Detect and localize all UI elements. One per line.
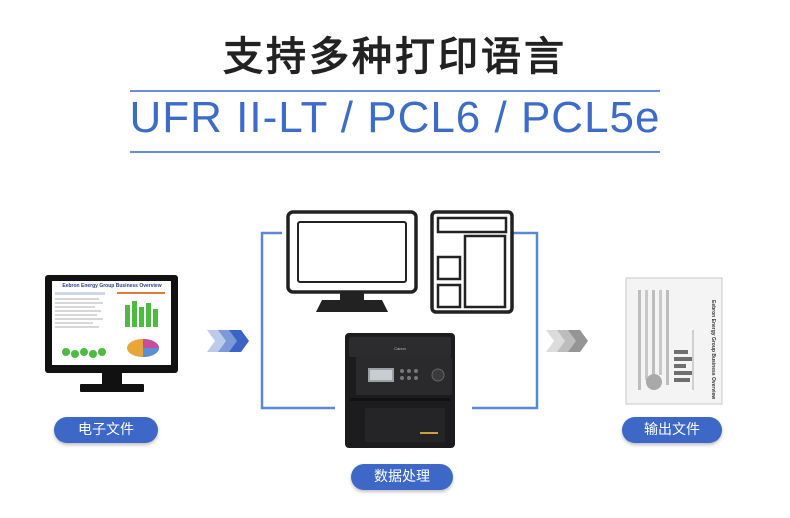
- svg-text:Canon: Canon: [394, 346, 406, 351]
- document-title: Eebron Energy Group Business Overview: [710, 300, 716, 399]
- computer-monitor-icon: [286, 210, 418, 294]
- title-rule-top: [130, 90, 660, 92]
- monitor-screen-title: Eebron Energy Group Business Overview: [62, 283, 161, 289]
- output-arrows-icon: [546, 330, 588, 352]
- page-title: 支持多种打印语言: [223, 34, 567, 80]
- computer-tower-icon: [430, 210, 514, 314]
- language-list: UFR II-LT / PCL6 / PCL5e: [129, 93, 661, 142]
- forward-arrows-icon: [207, 330, 249, 352]
- title-rule-bottom: [130, 151, 660, 153]
- input-label-badge: 电子文件: [54, 417, 158, 443]
- output-label-badge: 输出文件: [622, 417, 722, 443]
- printed-document-icon: Eebron Energy Group Business Overview: [625, 277, 723, 405]
- flow-lines: [260, 231, 539, 410]
- printer-icon: Canon: [345, 333, 455, 448]
- monitor-stand-icon: [316, 292, 388, 312]
- electronic-file-monitor-icon: Eebron Energy Group Business Overview: [45, 275, 178, 392]
- process-label-badge: 数据处理: [351, 464, 453, 490]
